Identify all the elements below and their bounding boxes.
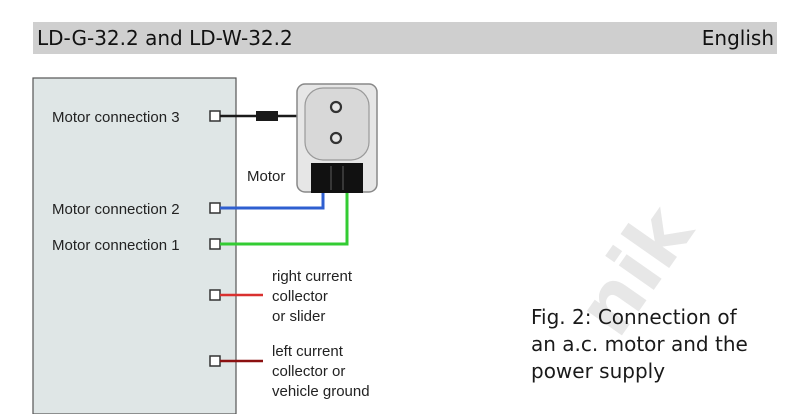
left-collector-line-2: collector or	[272, 363, 345, 380]
terminal-motor-2	[209, 202, 221, 214]
language-label: English	[701, 26, 774, 50]
wire-3-connector	[256, 111, 278, 121]
decoder-panel	[32, 77, 237, 414]
right-collector-line-1: right current	[272, 268, 353, 285]
caption-line-3: power supply	[531, 359, 666, 383]
header-bar	[33, 22, 777, 54]
terminal-left-collector	[209, 355, 221, 367]
label-motor-connection-2: Motor connection 2	[52, 201, 180, 218]
right-collector-line-2: collector	[272, 288, 328, 305]
terminal-motor-3	[209, 110, 221, 122]
label-motor-connection-3: Motor connection 3	[52, 109, 180, 126]
document-title: LD-G-32.2 and LD-W-32.2	[37, 26, 293, 50]
motor-label: Motor	[247, 168, 285, 185]
caption-line-1: Fig. 2: Connection of	[531, 305, 737, 329]
terminal-right-collector	[209, 289, 221, 301]
motor-terminal-block	[311, 163, 363, 193]
wire-motor-2	[220, 192, 325, 210]
figure-caption: Fig. 2: Connection of an a.c. motor and …	[531, 304, 791, 385]
wire-motor-1	[220, 192, 349, 246]
terminal-motor-1	[209, 238, 221, 250]
caption-line-2: an a.c. motor and the	[531, 332, 748, 356]
right-collector-line-3: or slider	[272, 308, 325, 325]
motor-shaft-bottom	[329, 131, 343, 145]
label-motor-connection-1: Motor connection 1	[52, 237, 180, 254]
motor-cap	[304, 87, 370, 161]
left-collector-line-1: left current	[272, 343, 344, 360]
left-collector-line-3: vehicle ground	[272, 383, 370, 400]
motor-shaft-top	[329, 100, 343, 114]
